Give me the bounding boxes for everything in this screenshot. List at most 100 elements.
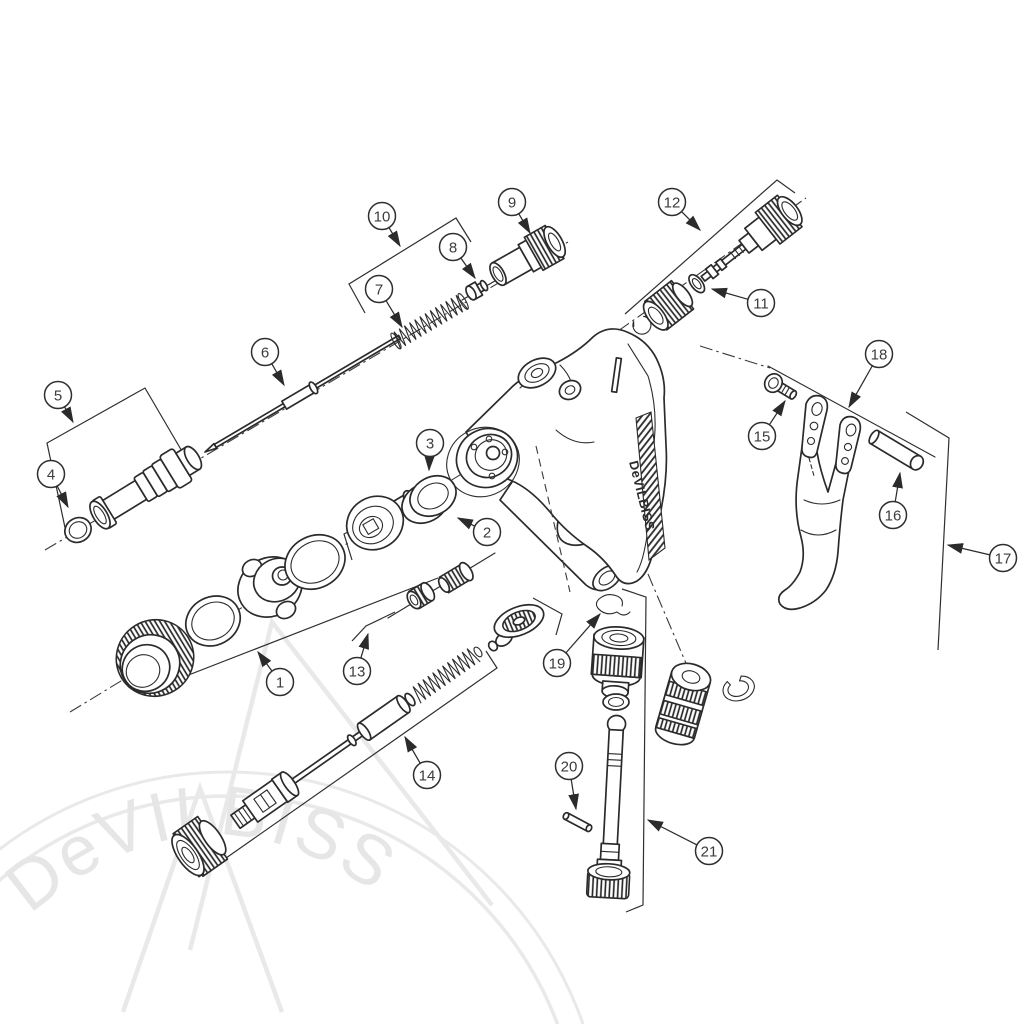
part-o-ring-small [184,595,242,647]
callout-balloon-2 [472,517,502,547]
gun-hidden-centerline [535,445,571,593]
part-tube-connector [590,626,645,699]
callout-number-16: 16 [885,507,902,524]
part-adjusting-knob-assembly [632,194,803,335]
centerline-trigger-screw [699,345,771,369]
callout-leader-1 [257,650,273,672]
callout-16: 16 [878,471,908,530]
part-packing-cartridge [489,224,567,287]
part-tube-pin [562,811,593,833]
callout-leader-2 [456,517,476,530]
callout-number-8: 8 [449,239,457,256]
part-trigger-pin [868,429,925,471]
gun-valve-stem-pin [610,357,623,394]
part-snap-ring [722,675,755,702]
callout-1: 1 [257,650,295,697]
callout-21: 21 [646,819,724,866]
callout-leader-19 [565,612,601,654]
callout-13: 13 [342,632,372,686]
callout-leader-7 [385,300,403,329]
callout-number-11: 11 [753,295,769,312]
callout-balloon-9 [497,187,527,217]
callout-balloon-15 [747,421,777,451]
bracket-item-21 [621,588,647,913]
callout-14: 14 [404,735,442,790]
callout-balloon-1 [265,667,295,697]
callout-balloon-5 [43,380,73,410]
callout-balloon-10 [367,201,397,231]
callout-3: 3 [415,428,445,472]
callout-8: 8 [438,232,476,280]
part-fluid-needle [204,334,402,453]
part-valve-plug [437,561,474,594]
trigger-pivot-axis-line [767,365,936,458]
callout-2: 2 [456,517,502,547]
callout-11: 11 [710,287,776,318]
callout-5: 5 [43,380,74,424]
gun-handle-spine-line [627,343,656,573]
callout-number-18: 18 [871,346,888,363]
callout-20: 20 [554,751,584,811]
callout-7: 7 [364,274,403,329]
callout-6: 6 [250,337,285,387]
callout-17: 17 [946,543,1018,573]
watermark-outer-circle-arc [0,770,585,1024]
callout-number-13: 13 [349,663,366,680]
part-o-ring-large [284,533,346,591]
bracket-item-19 [532,597,563,636]
part-retaining-ring [115,618,195,698]
part-needle-spring [390,292,469,350]
callout-leader-20 [568,779,579,811]
part-fluid-inlet-valve [89,445,203,530]
callout-balloon-13 [342,656,372,686]
callout-number-10: 10 [374,208,391,225]
part-o-ring-inlet [64,516,92,544]
callout-leader-12 [681,211,701,231]
bracket-item-12 [624,179,796,315]
callout-number-3: 3 [426,435,434,452]
callout-19: 19 [542,612,601,678]
callout-leader-13 [358,632,369,659]
callout-balloon-4 [36,459,66,489]
part-tube-washer [602,693,630,711]
callout-10: 10 [367,201,401,248]
callout-leader-3 [424,454,435,472]
callout-balloon-14 [412,760,442,790]
gun-body: DeVILBISS [446,328,668,593]
callout-15: 15 [747,399,786,451]
part-air-valve-assembly [171,646,483,878]
callout-balloon-11 [746,288,776,318]
callout-balloon-3 [415,428,445,458]
part-trigger-screw [763,372,798,400]
callout-number-1: 1 [276,674,284,691]
bracket-item-10 [348,217,472,314]
callout-balloon-16 [878,500,908,530]
devilbiss-watermark: DeVILBISS [0,616,585,1024]
callout-leader-15 [768,399,786,426]
callout-leader-17 [946,543,991,556]
gun-grip-hatch-band [635,411,666,562]
callout-12: 12 [657,187,701,231]
callout-number-4: 4 [47,466,55,483]
bracket-item-17 [905,411,950,651]
callout-leader-18 [848,365,873,409]
callout-leader-5 [61,406,74,424]
callout-number-15: 15 [754,428,771,445]
callout-leader-9 [517,213,531,235]
part-washer [688,273,706,294]
watermark-chevron-small [120,781,285,1013]
bracket-item-13 [351,611,396,642]
callout-18: 18 [848,339,894,409]
callout-number-19: 19 [549,655,566,672]
callout-balloon-6 [250,337,280,367]
callout-balloon-12 [657,187,687,217]
callout-leader-16 [892,471,903,502]
callout-balloon-8 [438,232,468,262]
callout-balloon-7 [364,274,394,304]
callout-leader-21 [646,819,698,846]
callout-number-5: 5 [54,387,62,404]
callout-number-17: 17 [995,550,1012,567]
part-valve-nut [406,581,436,610]
